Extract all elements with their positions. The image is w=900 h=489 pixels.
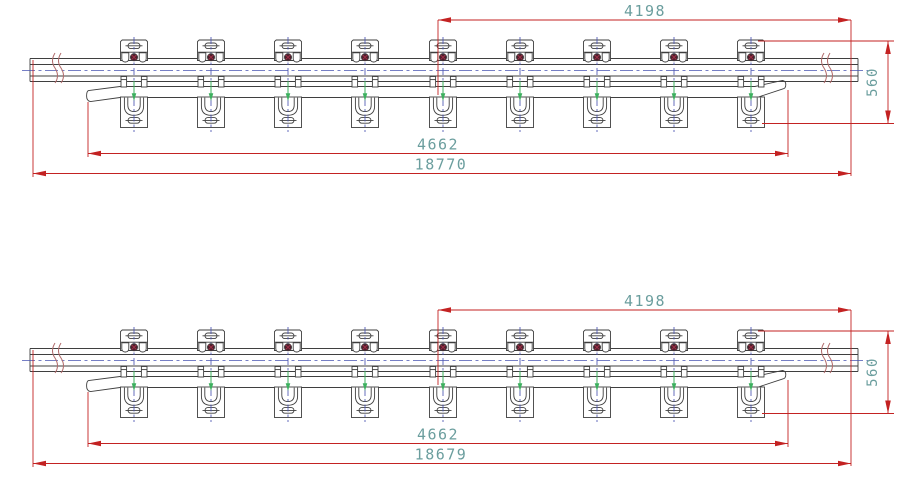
rail-clamp-unit bbox=[506, 36, 534, 133]
rail-clamp-unit bbox=[737, 36, 765, 133]
rail-clamp-unit bbox=[429, 36, 457, 133]
rail-clamp-unit bbox=[737, 326, 765, 423]
dim-label-span-right: 4198 bbox=[624, 2, 666, 20]
dim-label-overall: 18770 bbox=[415, 156, 468, 174]
rail-clamp-unit bbox=[120, 326, 148, 423]
dim-label-span-inner: 4662 bbox=[417, 426, 459, 444]
rail-clamp-unit bbox=[660, 36, 688, 133]
rail-clamp-unit bbox=[120, 36, 148, 133]
rail-clamp-unit bbox=[351, 36, 379, 133]
clamp-row bbox=[120, 326, 765, 423]
dimensions-top-view: 4198 560 4662 18770 bbox=[32, 2, 894, 177]
dim-label-span-right: 4198 bbox=[624, 292, 666, 310]
dim-label-span-inner: 4662 bbox=[417, 136, 459, 154]
rail-clamp-unit bbox=[274, 36, 302, 133]
dim-label-height: 560 bbox=[865, 67, 881, 97]
rail-clamp-unit bbox=[429, 326, 457, 423]
rail-clamp-unit bbox=[274, 326, 302, 423]
rail-clamp-unit bbox=[583, 36, 611, 133]
rail-clamp-unit bbox=[583, 326, 611, 423]
rail-assembly-view-bottom: 4198 560 4662 18679 bbox=[21, 292, 894, 467]
clamp-row bbox=[120, 36, 765, 133]
rail-clamp-unit bbox=[197, 326, 225, 423]
rail-clamp-unit bbox=[660, 326, 688, 423]
dim-label-overall: 18679 bbox=[415, 446, 468, 464]
dim-label-height: 560 bbox=[865, 357, 881, 387]
rail-clamp-unit bbox=[351, 326, 379, 423]
rail-assembly-view-top: 4198 560 4662 18770 bbox=[21, 2, 894, 177]
rail-clamp-unit bbox=[197, 36, 225, 133]
rail-clamp-unit bbox=[506, 326, 534, 423]
dimensions-bottom-view: 4198 560 4662 18679 bbox=[32, 292, 894, 467]
